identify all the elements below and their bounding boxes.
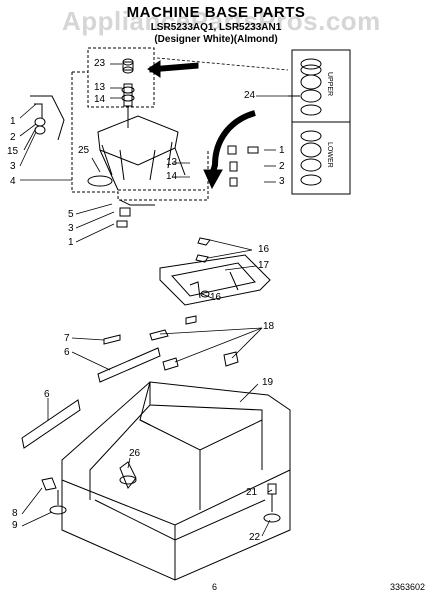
right-hardware xyxy=(227,145,259,187)
callout-label: 14 xyxy=(166,171,178,182)
callout-label: 4 xyxy=(10,176,16,187)
callout-label: 16 xyxy=(258,244,270,255)
diagram-title: MACHINE BASE PARTS xyxy=(126,4,306,21)
callout-label: 3 xyxy=(10,161,16,172)
callout-label: 13 xyxy=(94,82,106,93)
leader-lines xyxy=(19,63,300,537)
callout-label: 24 xyxy=(244,90,256,101)
page-number: 6 xyxy=(212,582,218,592)
callout-label: 18 xyxy=(263,321,275,332)
callout-label: 3 xyxy=(279,176,285,187)
callout-label: 2 xyxy=(10,132,16,143)
watermark: AppliancePartsPros.com xyxy=(62,6,381,36)
transmission-assembly xyxy=(87,58,186,228)
callout-label: 17 xyxy=(258,260,270,271)
callout-label: 14 xyxy=(94,94,106,105)
callout-label: 6 xyxy=(64,347,70,358)
upper-bearing-label: UPPER xyxy=(326,72,333,97)
callout-label: 9 xyxy=(12,520,18,531)
callout-label: 1 xyxy=(279,145,285,156)
callout-label: 13 xyxy=(166,157,178,168)
model-numbers: LSR5233AQ1, LSR5233AN1 xyxy=(150,22,282,33)
base-braces xyxy=(21,329,239,449)
lower-bearing-label: LOWER xyxy=(326,142,333,168)
callout-label: 21 xyxy=(246,487,258,498)
pointer-arrow xyxy=(147,60,199,78)
bearing-kit xyxy=(288,49,351,195)
curved-arrow xyxy=(209,110,256,176)
callout-label: 16 xyxy=(210,292,222,303)
brace-assembly xyxy=(159,237,271,325)
callout-label: 15 xyxy=(7,146,19,157)
callout-label: 6 xyxy=(44,389,50,400)
finish-note: (Designer White)(Almond) xyxy=(154,34,278,45)
document-code: 3363602 xyxy=(390,582,426,592)
callout-label: 7 xyxy=(64,333,70,344)
callout-label: 2 xyxy=(279,161,285,172)
callout-label: 8 xyxy=(12,508,18,519)
callout-label: 25 xyxy=(78,145,90,156)
callout-label: 22 xyxy=(249,532,261,543)
machine-base-frame xyxy=(61,381,291,581)
callout-label: 23 xyxy=(94,58,106,69)
callout-label: 1 xyxy=(68,237,74,248)
callout-label: 1 xyxy=(10,116,16,127)
callout-label: 5 xyxy=(68,209,74,220)
callout-label: 3 xyxy=(68,223,74,234)
leveling-feet xyxy=(41,477,281,523)
assembly-outline xyxy=(71,47,289,201)
callout-label: 19 xyxy=(262,377,274,388)
callout-label: 26 xyxy=(129,448,141,459)
